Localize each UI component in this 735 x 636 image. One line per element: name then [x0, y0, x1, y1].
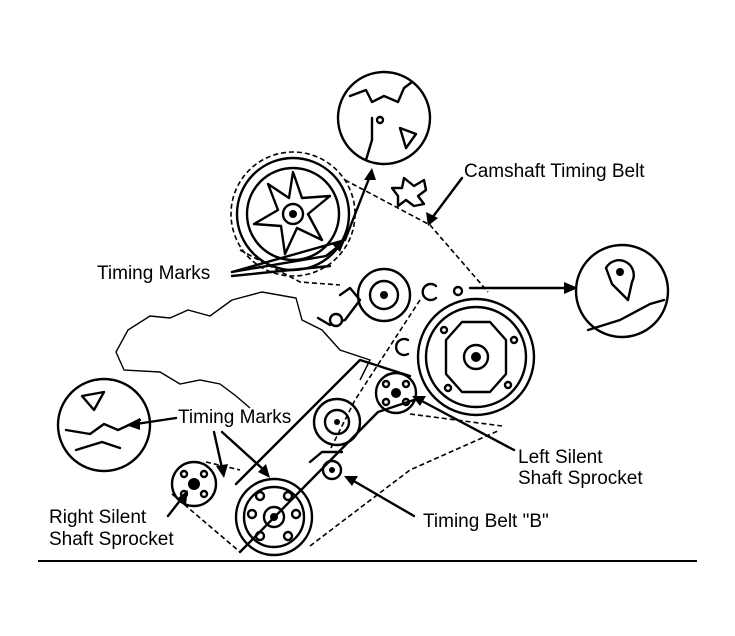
- label-right-silent-line1: Right Silent: [49, 507, 147, 528]
- crankshaft-sprocket: [416, 297, 536, 417]
- belt-tensioner-cutout: [390, 176, 428, 208]
- tensioner-nut: [308, 450, 344, 481]
- idler-pulley: [312, 397, 362, 447]
- label-camshaft-timing-belt: Camshaft Timing Belt: [464, 161, 645, 182]
- detail-view-silent-mark: [56, 377, 152, 473]
- label-left-silent-line2: Shaft Sprocket: [518, 468, 643, 489]
- right-silent-shaft-sprocket: [170, 460, 218, 508]
- detail-view-crank-mark: [574, 243, 670, 339]
- label-timing-marks-lower: Timing Marks: [178, 407, 291, 428]
- camshaft-sprocket: [230, 151, 356, 277]
- detail-view-camshaft-mark: [336, 70, 432, 166]
- timing-mark-symbol-lower: [395, 337, 410, 357]
- timing-mark-symbol-upper: [421, 282, 438, 302]
- label-timing-belt-b: Timing Belt "B": [423, 511, 549, 532]
- timing-mark-dot: [452, 285, 464, 297]
- label-timing-marks-upper: Timing Marks: [97, 263, 210, 284]
- tensioner-pulley: [316, 267, 412, 328]
- leader-lines: [126, 168, 578, 518]
- label-left-silent-line1: Left Silent: [518, 447, 603, 468]
- label-right-silent-line2: Shaft Sprocket: [49, 529, 174, 550]
- engine-block-outline: [115, 291, 371, 409]
